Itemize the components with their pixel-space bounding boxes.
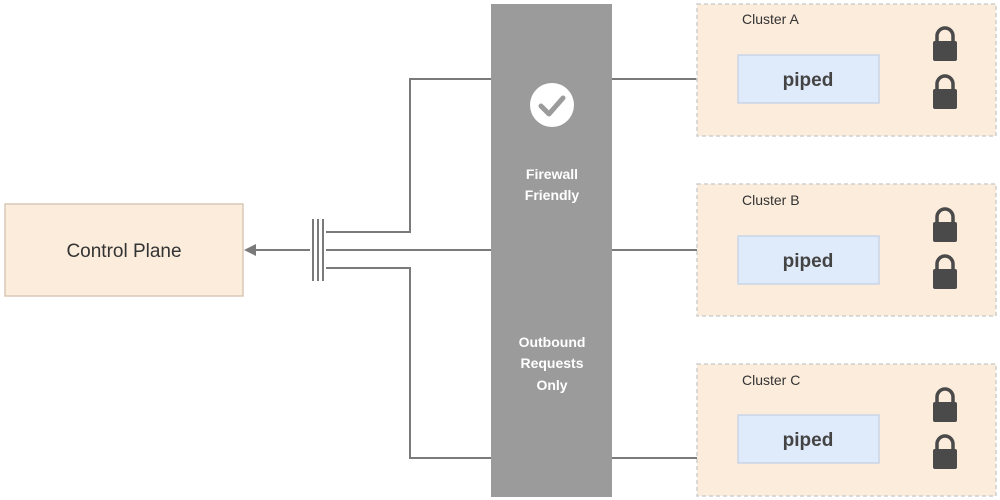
cluster-a-label: Cluster A	[742, 11, 799, 27]
cluster-c-label: Cluster C	[742, 372, 800, 388]
control-plane-box: Control Plane	[4, 203, 244, 297]
firewall-friendly-line1: Firewall	[526, 166, 578, 182]
control-plane-label: Control Plane	[66, 241, 181, 262]
cluster-c-box: Cluster C piped	[696, 363, 997, 497]
firewall: Firewall Friendly Outbound Requests Only	[491, 4, 612, 497]
cluster-b-box: Cluster B piped	[696, 183, 997, 317]
check-circle-icon	[530, 83, 574, 127]
outbound-requests-line3: Only	[536, 377, 567, 393]
piped-a-box	[737, 54, 880, 104]
cluster-a-box: Cluster A piped	[696, 3, 997, 137]
firewall-friendly-line2: Friendly	[525, 187, 580, 203]
connection-merge-bars	[312, 219, 324, 281]
piped-c-box	[737, 414, 880, 464]
piped-b-box	[737, 235, 880, 285]
piped-b-label: piped	[783, 251, 834, 272]
piped-a-label: piped	[783, 70, 834, 91]
outbound-requests-line1: Outbound	[519, 334, 586, 350]
piped-c-label: piped	[783, 430, 834, 451]
cluster-b-label: Cluster B	[742, 192, 800, 208]
arrow-head-icon	[244, 244, 256, 256]
outbound-requests-line2: Requests	[520, 355, 583, 371]
